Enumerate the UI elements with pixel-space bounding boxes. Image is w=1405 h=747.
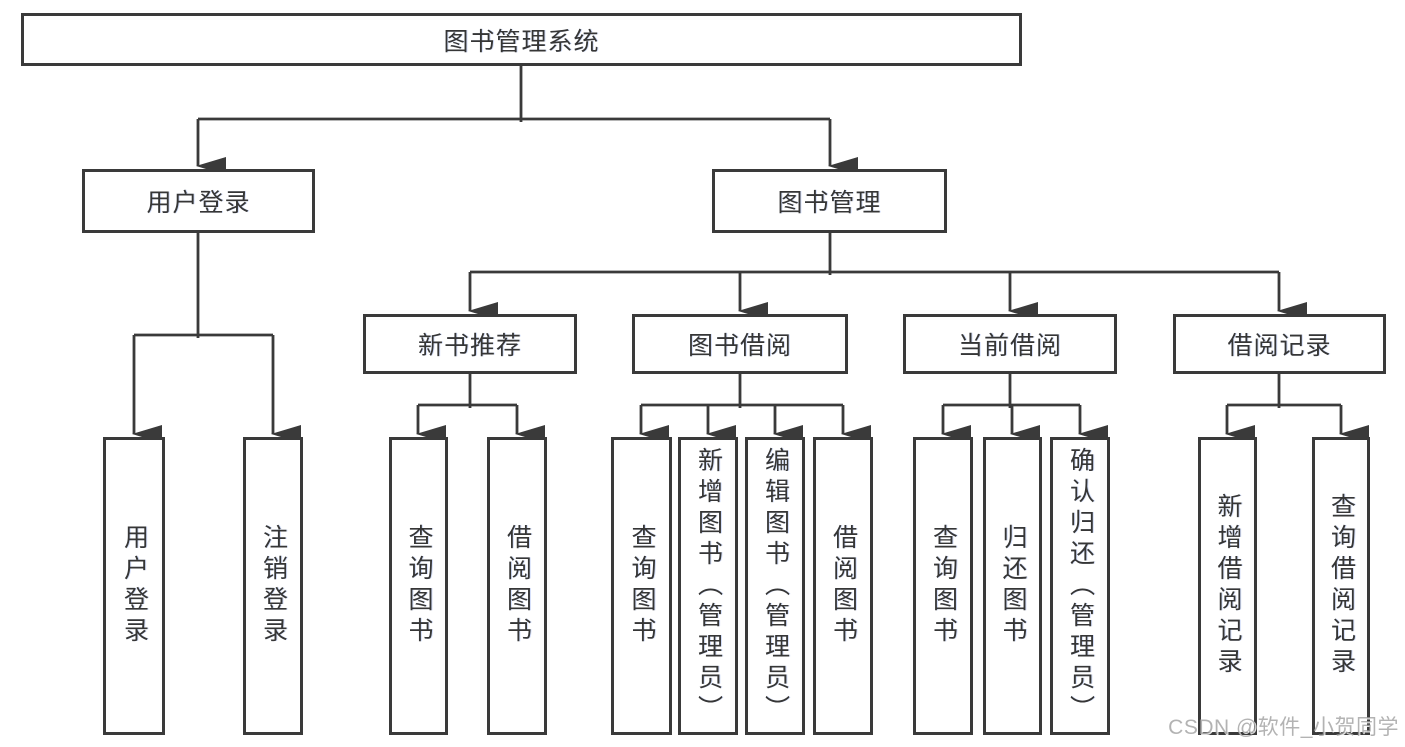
node-book-management: 图书管理 — [712, 169, 947, 233]
leaf-borrow-query-books: 查询图书 — [611, 437, 672, 735]
leaf-borrow-edit-books-admin-label: 编辑图书（管理员） — [761, 446, 790, 726]
leaf-user-login-label: 用户登录 — [120, 524, 149, 648]
leaf-borrow-edit-books-admin: 编辑图书（管理员） — [745, 437, 805, 735]
leaf-current-confirm-return-admin-label: 确认归还（管理员） — [1066, 446, 1095, 726]
node-borrowing-records-label: 借阅记录 — [1227, 332, 1332, 360]
leaf-current-query-books: 查询图书 — [913, 437, 973, 735]
leaf-recommend-borrow-books-label: 借阅图书 — [503, 524, 532, 648]
node-book-management-label: 图书管理 — [777, 189, 882, 217]
node-user-login-label: 用户登录 — [146, 189, 251, 217]
leaf-borrow-add-books-admin-label: 新增图书（管理员） — [694, 446, 723, 726]
node-book-borrowing-label: 图书借阅 — [687, 332, 792, 360]
connector-book-management-to-level3 — [468, 233, 1307, 320]
node-book-management-system: 图书管理系统 — [21, 13, 1022, 66]
connector-recommendation-to-leaves — [416, 374, 545, 443]
csdn-watermark: CSDN @软件_小贺同学 — [1168, 716, 1399, 739]
leaf-recommend-borrow-books: 借阅图书 — [487, 437, 547, 735]
connector-borrowing-to-leaves — [639, 374, 871, 443]
leaf-current-query-books-label: 查询图书 — [929, 524, 958, 648]
leaf-borrow-add-books-admin: 新增图书（管理员） — [678, 437, 738, 735]
leaf-records-add-record: 新增借阅记录 — [1198, 437, 1257, 735]
leaf-current-confirm-return-admin: 确认归还（管理员） — [1050, 437, 1110, 735]
leaf-records-add-record-label: 新增借阅记录 — [1214, 493, 1242, 679]
leaf-logout: 注销登录 — [243, 437, 303, 735]
node-new-book-recommendation: 新书推荐 — [363, 314, 577, 374]
node-book-borrowing: 图书借阅 — [632, 314, 848, 374]
leaf-current-return-books: 归还图书 — [983, 437, 1042, 735]
leaf-recommend-query-books: 查询图书 — [389, 437, 448, 735]
leaf-logout-label: 注销登录 — [259, 524, 288, 648]
leaf-user-login: 用户登录 — [103, 437, 165, 735]
node-current-borrowing: 当前借阅 — [903, 314, 1117, 374]
node-user-login: 用户登录 — [82, 169, 315, 233]
leaf-records-query-record-label: 查询借阅记录 — [1327, 493, 1356, 679]
connector-records-to-leaves — [1225, 374, 1369, 443]
leaf-recommend-query-books-label: 查询图书 — [405, 524, 433, 648]
leaf-borrow-borrow-books-label: 借阅图书 — [829, 524, 858, 648]
connector-root-to-level2 — [196, 66, 858, 175]
connector-user-login-to-leaves — [132, 233, 301, 443]
node-borrowing-records: 借阅记录 — [1173, 314, 1386, 374]
leaf-borrow-query-books-label: 查询图书 — [628, 524, 656, 648]
leaf-current-return-books-label: 归还图书 — [999, 524, 1027, 648]
leaf-borrow-borrow-books: 借阅图书 — [813, 437, 873, 735]
node-current-borrowing-label: 当前借阅 — [957, 332, 1062, 360]
node-book-management-system-label: 图书管理系统 — [443, 27, 600, 56]
leaf-records-query-record: 查询借阅记录 — [1312, 437, 1370, 735]
connector-current-to-leaves — [941, 374, 1108, 443]
node-new-book-recommendation-label: 新书推荐 — [417, 332, 522, 360]
